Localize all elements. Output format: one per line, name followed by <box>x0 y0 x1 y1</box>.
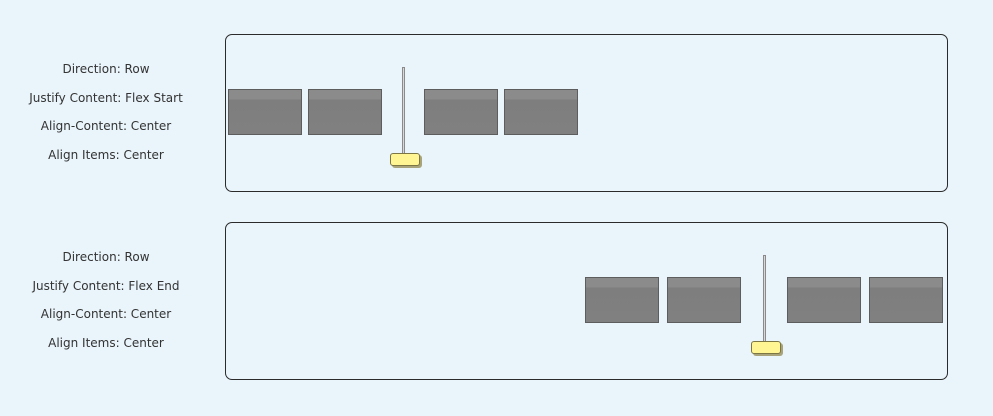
flex-item <box>667 277 741 323</box>
align-items-label: Align Items: Center <box>48 147 164 162</box>
pole <box>402 67 405 155</box>
stand-pole-icon <box>750 255 782 357</box>
align-items-label: Align Items: Center <box>48 335 164 350</box>
direction-label: Direction: Row <box>62 250 150 264</box>
justify-content-label: Justify Content: Flex Start <box>29 90 183 105</box>
flex-item <box>228 89 302 135</box>
settings-labels: Direction: Row Justify Content: Flex End… <box>0 250 212 364</box>
stand-base <box>751 341 781 354</box>
direction-label: Direction: Row <box>62 62 150 76</box>
align-content-label: Align-Content: Center <box>40 119 172 133</box>
flex-item <box>308 89 382 135</box>
flex-demo-flex-end: Direction: Row Justify Content: Flex End… <box>0 222 993 380</box>
flex-item <box>869 277 943 323</box>
flex-item <box>787 277 861 323</box>
flex-item <box>424 89 498 135</box>
stand-pole-icon <box>389 67 421 169</box>
flex-item <box>585 277 659 323</box>
justify-content-label: Justify Content: Flex End <box>32 278 180 293</box>
flex-demo-flex-start: Direction: Row Justify Content: Flex Sta… <box>0 34 993 192</box>
flex-item <box>504 89 578 135</box>
flex-container <box>225 34 948 192</box>
align-content-label: Align-Content: Center <box>40 307 172 321</box>
pole <box>763 255 766 343</box>
flex-container <box>225 222 948 380</box>
stand-base <box>390 153 420 166</box>
settings-labels: Direction: Row Justify Content: Flex Sta… <box>0 62 212 176</box>
